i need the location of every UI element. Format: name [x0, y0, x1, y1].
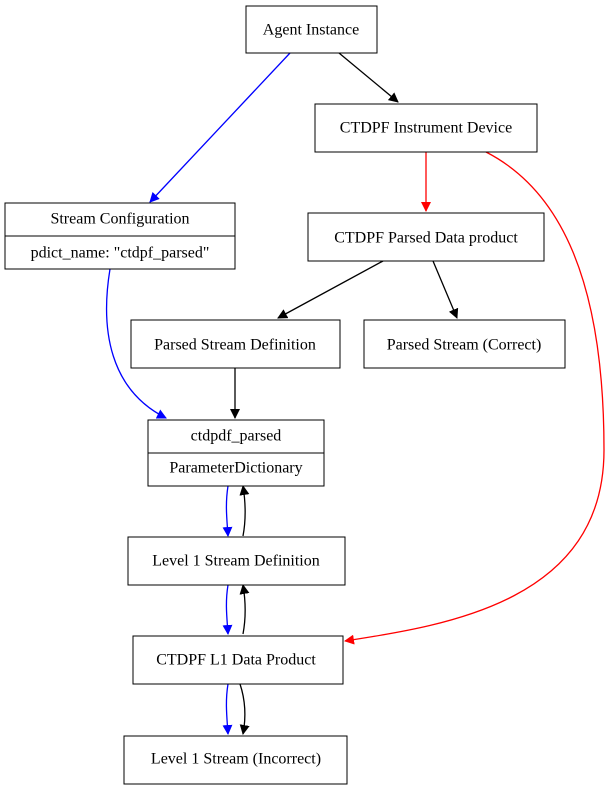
node-stream-configuration-title: Stream Configuration [50, 211, 189, 228]
node-ctdpf-l1-data-product[interactable]: CTDPF L1 Data Product [132, 635, 344, 685]
edge-l1-def-to-l1-product-blue [222, 584, 233, 635]
node-stream-configuration-field: pdict_name: "ctdpf_parsed" [31, 245, 210, 262]
edge-l1-product-to-l1-stream-blue [222, 683, 233, 735]
node-parsed-stream-correct-label: Parsed Stream (Correct) [387, 337, 542, 354]
edge-device-to-l1-product [344, 151, 605, 645]
node-ctdpf-l1-data-product-label: CTDPF L1 Data Product [156, 652, 316, 669]
node-parsed-stream-definition-label: Parsed Stream Definition [154, 337, 316, 354]
node-parsed-stream-definition[interactable]: Parsed Stream Definition [130, 319, 341, 369]
node-agent-instance[interactable]: Agent Instance [245, 5, 378, 54]
node-ctdpdf-parsed-type: ParameterDictionary [169, 460, 302, 477]
edge-agent-to-device [338, 52, 399, 103]
node-ctdpf-instrument-device[interactable]: CTDPF Instrument Device [314, 103, 538, 153]
edge-parsed-product-to-stream-def [277, 260, 384, 319]
node-ctdpf-parsed-data-product-label: CTDPF Parsed Data product [334, 230, 518, 247]
edge-agent-to-stream-config [149, 52, 291, 203]
edge-parsed-product-to-parsed-stream [432, 260, 459, 319]
node-level1-stream-incorrect-label: Level 1 Stream (Incorrect) [151, 751, 321, 768]
node-ctdpdf-parsed-title: ctdpdf_parsed [191, 428, 282, 445]
node-parsed-stream-correct[interactable]: Parsed Stream (Correct) [363, 319, 566, 369]
edge-l1-product-to-l1-stream-black [239, 683, 250, 735]
node-stream-configuration[interactable]: Stream Configuration pdict_name: "ctdpf_… [4, 202, 236, 270]
node-level1-stream-incorrect[interactable]: Level 1 Stream (Incorrect) [123, 735, 348, 785]
node-ctdpf-instrument-device-label: CTDPF Instrument Device [340, 120, 512, 137]
edge-stream-config-to-pdict [105, 268, 167, 419]
node-level1-stream-definition[interactable]: Level 1 Stream Definition [127, 536, 346, 586]
node-ctdpdf-parsed[interactable]: ctdpdf_parsed ParameterDictionary [147, 419, 325, 487]
edge-l1-def-to-pdict-black [239, 485, 250, 537]
edge-pdict-to-l1-def-blue [222, 485, 233, 537]
edge-l1-product-to-l1-def-black [239, 584, 250, 635]
node-level1-stream-definition-label: Level 1 Stream Definition [152, 553, 320, 570]
node-ctdpf-parsed-data-product[interactable]: CTDPF Parsed Data product [307, 212, 545, 262]
node-agent-instance-label: Agent Instance [263, 22, 359, 39]
